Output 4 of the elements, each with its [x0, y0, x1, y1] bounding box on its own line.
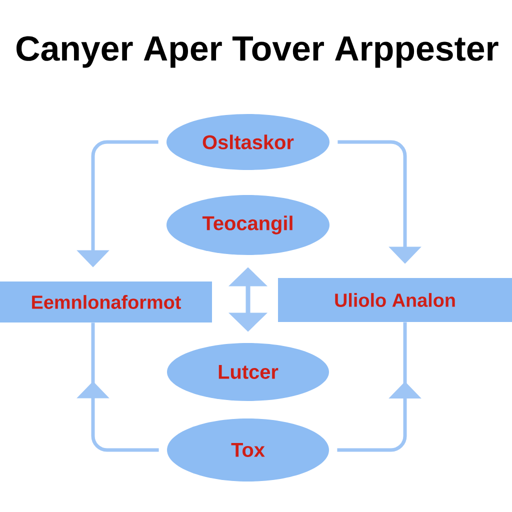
title: Canyer Aper Tover Arppester — [16, 36, 498, 68]
process-band: Uliolo Analon — [278, 278, 512, 322]
process-band: Eemnlonaformot — [0, 282, 212, 322]
arrow — [76, 322, 159, 452]
